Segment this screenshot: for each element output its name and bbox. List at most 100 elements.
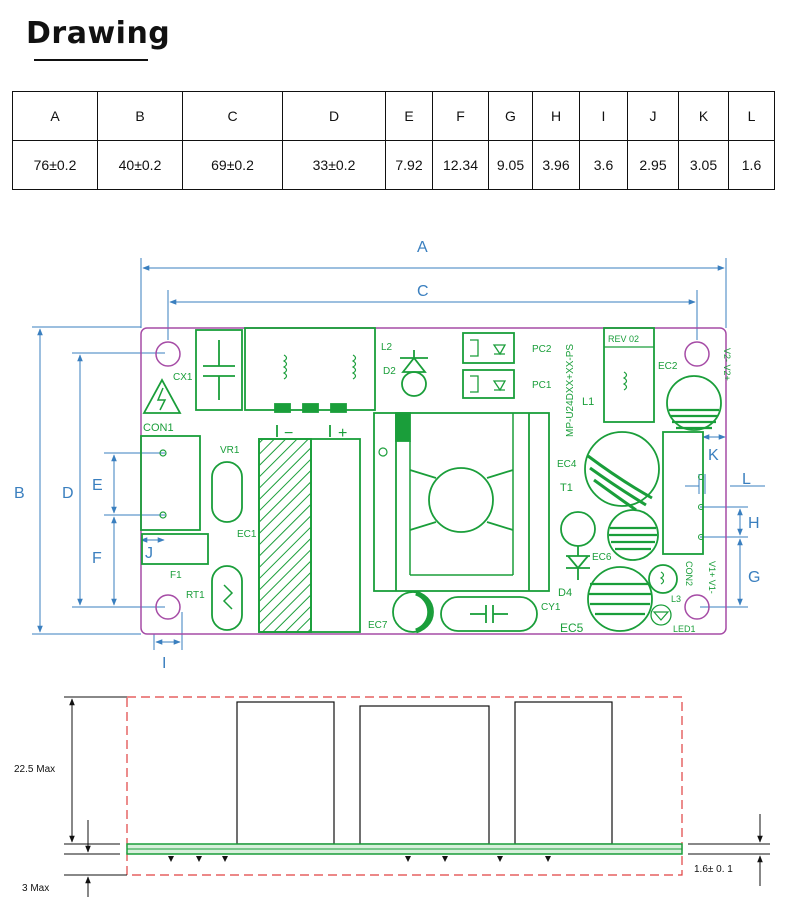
f1-fuse xyxy=(141,533,209,565)
table-value-cell: 69±0.2 xyxy=(182,140,283,190)
rt1-thermistor xyxy=(211,565,243,631)
table-value-cell: 3.05 xyxy=(678,140,729,190)
side-component xyxy=(514,701,613,845)
high-voltage-warning-icon xyxy=(142,378,182,414)
label-con1: CON1 xyxy=(143,422,174,434)
d4-diode xyxy=(566,546,590,580)
label-v2: V2- V2+ xyxy=(722,348,732,381)
label-cy1: CY1 xyxy=(541,602,561,613)
label-pc2: PC2 xyxy=(532,344,552,355)
side-component xyxy=(236,701,335,845)
title-underline xyxy=(34,59,148,61)
label-cx1: CX1 xyxy=(173,372,193,383)
label-t1: T1 xyxy=(560,482,573,494)
label-thickness: 1.6± 0. 1 xyxy=(694,864,733,875)
mounting-hole xyxy=(155,594,181,620)
label-l2: L2 xyxy=(381,342,393,353)
dim-label-k: K xyxy=(708,447,719,464)
side-view: 22.5 Max 3 Max 1.6± 0. 1 xyxy=(14,696,770,897)
label-plus: + xyxy=(338,425,347,442)
pc2-optocoupler xyxy=(462,332,515,364)
l3-inductor xyxy=(648,564,678,594)
dim-label-a: A xyxy=(417,239,428,256)
table-value-row: 76±0.2 40±0.2 69±0.2 33±0.2 7.92 12.34 9… xyxy=(12,140,775,190)
solder-pins xyxy=(168,856,551,862)
label-rt1: RT1 xyxy=(186,590,205,601)
cy1-capacitor xyxy=(440,596,538,632)
table-value-cell: 12.34 xyxy=(432,140,489,190)
label-ec1: EC1 xyxy=(237,529,257,540)
dim-label-l: L xyxy=(742,471,751,488)
dim-label-i: I xyxy=(162,655,166,672)
table-header-cell: F xyxy=(432,91,489,141)
keepout-outline xyxy=(126,696,683,876)
label-ec5: EC5 xyxy=(560,621,584,635)
t1-transformer xyxy=(373,412,550,592)
mounting-hole xyxy=(155,341,181,367)
label-vr1: VR1 xyxy=(220,445,240,456)
ec5-capacitor xyxy=(587,566,653,632)
label-ec6: EC6 xyxy=(592,552,612,563)
d2-diode xyxy=(400,350,428,397)
label-minus: − xyxy=(284,425,293,442)
dimension-table: A B C D E F G H I J K L 76±0.2 40±0.2 69… xyxy=(12,91,775,190)
dim-label-c: C xyxy=(417,283,429,300)
table-value-cell: 3.96 xyxy=(532,140,580,190)
table-header-cell: L xyxy=(728,91,775,141)
table-value-cell: 3.6 xyxy=(579,140,628,190)
dim-label-g: G xyxy=(748,569,760,586)
label-height-max: 22.5 Max xyxy=(14,764,55,775)
table-value-cell: 40±0.2 xyxy=(97,140,183,190)
label-part-number: MP-U24DXX+XX-PS xyxy=(565,344,576,437)
vr1-varistor xyxy=(211,461,243,523)
table-value-cell: 1.6 xyxy=(728,140,775,190)
label-ec4: EC4 xyxy=(557,459,577,470)
component-labels: CX1 CON1 VR1 F1 RT1 EC1 − + EC7 CY1 L2 D… xyxy=(143,334,732,635)
label-pin-max: 3 Max xyxy=(22,883,49,894)
label-d2: D2 xyxy=(383,366,396,377)
label-d4: D4 xyxy=(558,587,572,599)
dimension-lines xyxy=(32,258,765,650)
label-ec7: EC7 xyxy=(368,620,388,631)
label-v1: V1+ V1- xyxy=(707,561,717,594)
side-component xyxy=(359,705,490,845)
label-con2: CON2 xyxy=(684,561,694,586)
ec6b-capacitor xyxy=(607,509,659,561)
dim-label-e: E xyxy=(92,477,103,494)
ec4-capacitor xyxy=(584,431,660,507)
label-l3: L3 xyxy=(671,594,681,604)
dim-label-h: H xyxy=(748,515,760,532)
label-f1: F1 xyxy=(170,570,182,581)
dim-label-j: J xyxy=(145,545,153,562)
cx1-capacitor xyxy=(195,329,243,411)
con2-connector xyxy=(662,431,704,555)
components xyxy=(140,327,722,634)
label-ec2: EC2 xyxy=(658,361,678,372)
label-led1: LED1 xyxy=(673,624,696,634)
board-outline xyxy=(140,327,727,635)
dim-label-d: D xyxy=(62,485,74,502)
dimension-labels: A C B D E F J I K L H G xyxy=(14,239,760,672)
mounting-holes xyxy=(155,341,710,620)
con1-connector xyxy=(140,435,201,531)
pc1-optocoupler xyxy=(462,369,515,399)
table-value-cell: 9.05 xyxy=(488,140,533,190)
ec7-capacitor xyxy=(392,591,434,633)
label-l1: L1 xyxy=(582,396,594,408)
table-header-cell: G xyxy=(488,91,533,141)
table-header-cell: H xyxy=(532,91,580,141)
dim-label-f: F xyxy=(92,550,102,567)
led1-indicator xyxy=(650,604,672,626)
mounting-hole xyxy=(684,341,710,367)
label-pc1: PC1 xyxy=(532,380,552,391)
mounting-hole xyxy=(684,594,710,620)
table-value-cell: 2.95 xyxy=(627,140,679,190)
table-header-cell: A xyxy=(12,91,98,141)
ec6-capacitor xyxy=(560,511,596,547)
label-rev: REV 02 xyxy=(608,334,639,344)
table-header-cell: B xyxy=(97,91,183,141)
table-value-cell: 33±0.2 xyxy=(282,140,386,190)
table-value-cell: 7.92 xyxy=(385,140,433,190)
table-value-cell: 76±0.2 xyxy=(12,140,98,190)
